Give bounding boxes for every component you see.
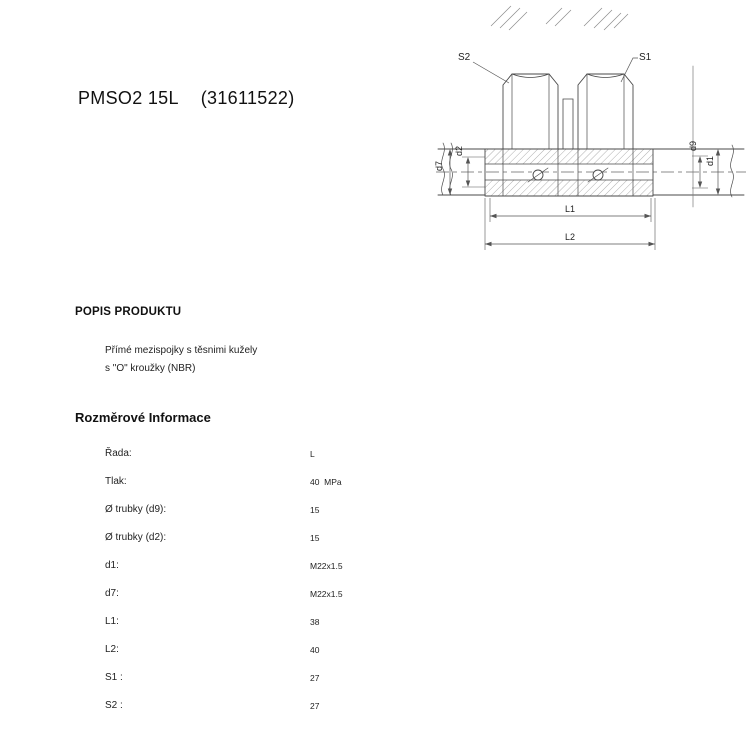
nut-right bbox=[577, 73, 634, 150]
table-row: d7: M22x1.5 bbox=[105, 582, 535, 610]
label-d2: d2 bbox=[454, 146, 464, 156]
dimensions-table: Řada: L Tlak: 40 MPa Ø trubky (d9): 15 Ø… bbox=[105, 442, 535, 722]
description-text: Přímé mezispojky s těsnimi kužely s "O" … bbox=[105, 342, 257, 378]
row-value: 38 bbox=[310, 617, 320, 627]
dimensions-heading: Rozměrové Informace bbox=[75, 410, 211, 425]
tube-left bbox=[437, 142, 486, 196]
product-name: PMSO2 15L bbox=[78, 88, 179, 108]
fitting-body-section bbox=[484, 148, 654, 197]
label-d9: d9 bbox=[688, 141, 698, 151]
table-row: Ø trubky (d9): 15 bbox=[105, 498, 535, 526]
label-d7: d7 bbox=[434, 161, 444, 171]
row-label: Ø trubky (d2): bbox=[105, 532, 167, 543]
row-label: L2: bbox=[105, 644, 119, 655]
row-value: 15 bbox=[310, 505, 320, 515]
label-l1: L1 bbox=[565, 204, 575, 214]
technical-drawing: S2 S1 d7 d2 d9 d1 L1 L2 bbox=[434, 5, 746, 250]
description-line: Přímé mezispojky s těsnimi kužely bbox=[105, 345, 258, 356]
table-row: S2 : 27 bbox=[105, 694, 535, 722]
table-row: Ø trubky (d2): 15 bbox=[105, 526, 535, 554]
table-row: d1: M22x1.5 bbox=[105, 554, 535, 582]
row-label: Řada: bbox=[105, 448, 132, 459]
row-value: M22x1.5 bbox=[310, 561, 343, 571]
table-row: L1: 38 bbox=[105, 610, 535, 638]
row-label: Tlak: bbox=[105, 476, 127, 487]
row-label: d7: bbox=[105, 588, 119, 599]
description-heading: POPIS PRODUKTU bbox=[75, 306, 182, 318]
row-label: d1: bbox=[105, 560, 119, 571]
tube-right bbox=[652, 65, 745, 208]
row-label: Ø trubky (d9): bbox=[105, 504, 167, 515]
cropped-top-fragments bbox=[490, 5, 629, 31]
row-value: 40 bbox=[310, 645, 320, 655]
row-value: 15 bbox=[310, 533, 320, 543]
nut-left bbox=[502, 73, 559, 150]
table-row: Tlak: 40 MPa bbox=[105, 470, 535, 498]
row-value: 27 bbox=[310, 701, 320, 711]
row-label: L1: bbox=[105, 616, 119, 627]
table-row: S1 : 27 bbox=[105, 666, 535, 694]
label-s1: S1 bbox=[639, 52, 652, 63]
table-row: L2: 40 bbox=[105, 638, 535, 666]
product-code: (31611522) bbox=[200, 88, 295, 108]
row-value: M22x1.5 bbox=[310, 589, 343, 599]
table-row: Řada: L bbox=[105, 442, 535, 470]
description-line: s "O" kroužky (NBR) bbox=[105, 363, 196, 374]
row-value: 40 MPa bbox=[310, 477, 342, 487]
label-s2: S2 bbox=[458, 52, 471, 63]
row-label: S1 : bbox=[105, 672, 123, 683]
dimension-lines bbox=[447, 57, 721, 250]
seal-rings bbox=[527, 167, 609, 183]
row-value: 27 bbox=[310, 673, 320, 683]
row-value: L bbox=[310, 449, 315, 459]
row-label: S2 : bbox=[105, 700, 123, 711]
label-d1: d1 bbox=[705, 156, 715, 166]
page-title: PMSO2 15L (31611522) bbox=[78, 88, 295, 109]
body-hex-center bbox=[562, 98, 574, 150]
label-l2: L2 bbox=[565, 232, 575, 242]
